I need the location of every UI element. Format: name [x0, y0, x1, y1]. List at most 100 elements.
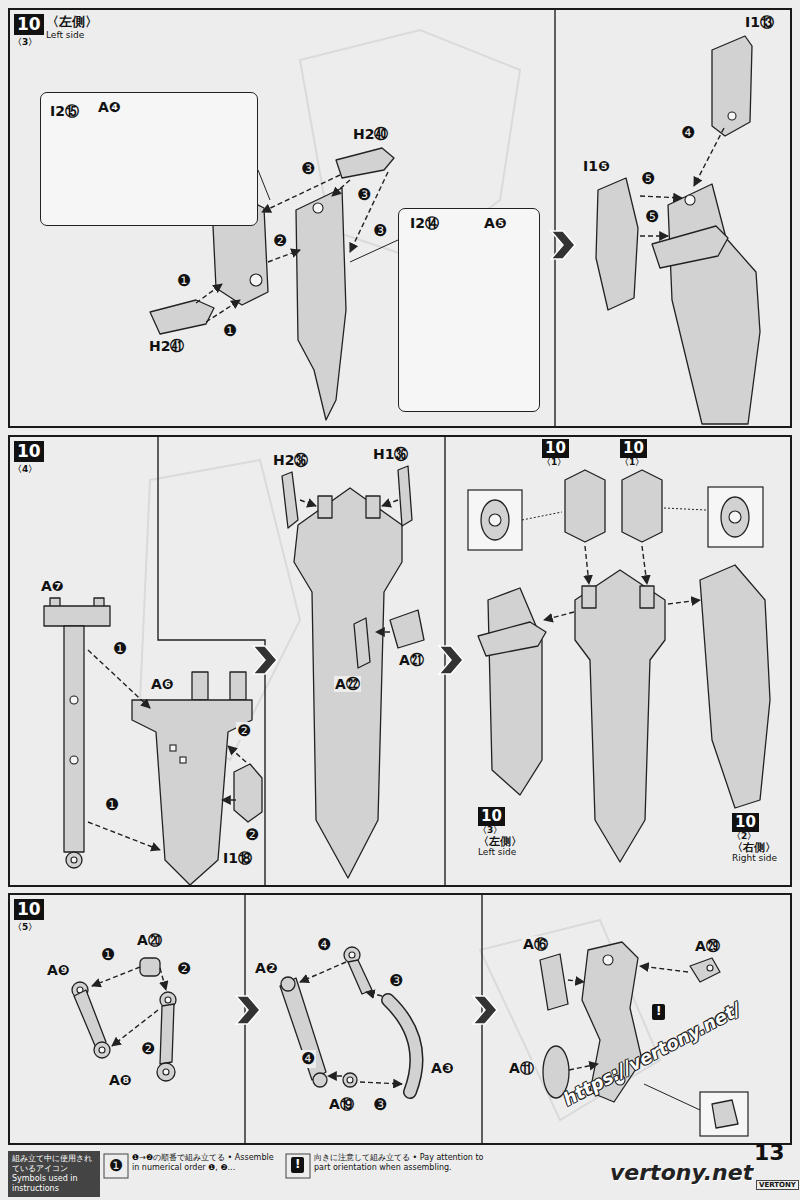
assembly-arrow [206, 300, 240, 322]
part-drawing [150, 36, 760, 424]
part-drawing [398, 466, 412, 526]
part-number: A㉑ [398, 652, 425, 668]
part-drawing [250, 274, 262, 286]
callout-number: ❷ [272, 232, 288, 250]
leader-line [522, 508, 706, 520]
substep-number: 〈1〉 [542, 458, 569, 468]
part-drawing [603, 955, 613, 965]
part-drawing [313, 1073, 327, 1087]
assembly-arrow [640, 235, 668, 236]
legend-icon-frame [104, 1154, 310, 1178]
step-panel: 10〈4〉10〈1〉10〈1〉10〈3〉〈左側〉Left side10〈2〉〈右… [8, 435, 792, 887]
part-number: H2㊵ [352, 126, 389, 142]
assembly-arrow [366, 992, 382, 996]
part-drawing [157, 1063, 175, 1081]
assembly-arrow [222, 799, 236, 800]
part-drawing [700, 1092, 748, 1136]
part-drawing [565, 470, 605, 542]
part-number: A❼ [40, 578, 65, 594]
part-drawing [388, 1000, 416, 1092]
assembly-arrow [300, 962, 346, 982]
callout-number: ❷ [176, 960, 192, 978]
detail-inset: I2⑭A❺ [398, 208, 540, 412]
assembly-arrow [92, 967, 140, 986]
step-reference: 10〈1〉 [618, 438, 649, 469]
part-number: A⑲ [328, 1096, 355, 1112]
part-drawing [347, 1077, 353, 1083]
part-drawing [468, 490, 522, 550]
divider-line [158, 10, 555, 1143]
part-drawing [165, 997, 171, 1003]
part-drawing [708, 487, 763, 547]
part-drawing [543, 1046, 569, 1098]
part-drawing [640, 586, 654, 608]
part-drawing [388, 1000, 416, 1092]
part-label: I2⑮ [49, 103, 80, 121]
part-number: A⑯ [522, 936, 549, 952]
part-drawing [212, 196, 268, 305]
step-number: 10 [478, 807, 505, 826]
legend-text: ❶→❷の順番で組み立てる • Assemble in numerical ord… [132, 1153, 274, 1172]
part-drawing [354, 618, 370, 668]
part-drawing [170, 745, 176, 751]
part-drawing [66, 852, 82, 868]
callout-number: ❷ [244, 826, 260, 844]
callout-number: ❹ [316, 936, 332, 954]
assembly-arrow [640, 966, 688, 972]
assembly-arrow [350, 172, 388, 252]
side-heading-en: Left side [478, 848, 522, 858]
callout-number: ❶ [100, 946, 116, 964]
part-drawing [180, 757, 186, 763]
assembly-arrow [544, 612, 574, 620]
assembly-arrow [88, 822, 160, 850]
part-drawing [64, 626, 84, 852]
step-arrow [551, 231, 575, 259]
assembly-arrow [376, 631, 390, 632]
leader-line [644, 1084, 700, 1110]
part-drawing [596, 178, 638, 310]
part-drawing [685, 195, 695, 205]
part-number: I1❺ [582, 158, 611, 174]
part-drawing [230, 672, 246, 700]
substep-number: 〈4〉 [13, 463, 37, 476]
assembly-arrow [328, 1075, 342, 1076]
assembly-arrow [262, 175, 340, 212]
part-number: A㉙ [694, 938, 721, 954]
part-number: H1㊱ [372, 446, 409, 462]
part-drawing [94, 1042, 110, 1058]
assembly-arrow [228, 746, 246, 762]
icon-key-box: 組み立て中に使用されているアイコンSymbols used in instruc… [8, 1151, 100, 1197]
leader-line [522, 512, 562, 520]
part-number: A⑪ [508, 1060, 535, 1076]
background-robot [480, 920, 660, 1120]
substep-number: 〈3〉 [478, 826, 522, 836]
part-drawing [160, 1004, 174, 1064]
part-drawing [281, 977, 295, 991]
step-reference: 10〈3〉〈左側〉Left side [476, 806, 524, 859]
part-number: A❽ [108, 1072, 133, 1088]
part-number: I1⑬ [744, 14, 775, 30]
assembly-arrow [112, 1010, 158, 1046]
icon-heading-en: Symbols used in instructions [12, 1174, 96, 1194]
legend-item: ❶→❷の順番で組み立てる • Assemble in numerical ord… [132, 1153, 282, 1173]
part-drawing [294, 488, 402, 878]
part-drawing [622, 470, 662, 542]
part-drawing [336, 148, 394, 178]
callout-number: ❶ [108, 1157, 124, 1175]
part-drawing [489, 514, 501, 526]
part-number: A❻ [150, 676, 175, 692]
part-number: A㉒ [334, 676, 361, 692]
part-drawing [150, 300, 214, 334]
assembly-arrow [196, 128, 724, 322]
step-arrow [439, 646, 463, 674]
step-arrow [473, 996, 497, 1024]
assembly-arrow [569, 1064, 598, 1070]
step-panel: 10〈3〉〈左側〉Left sideI2⑮A❹I2⑭A❺ [8, 8, 792, 428]
side-heading: 〈左側〉 [478, 836, 522, 848]
legend-item: 向きに注意して組み立てる • Pay attention to part ori… [314, 1153, 486, 1173]
side-heading-en: Left side [46, 30, 84, 40]
callout-number: ❶ [112, 640, 128, 658]
